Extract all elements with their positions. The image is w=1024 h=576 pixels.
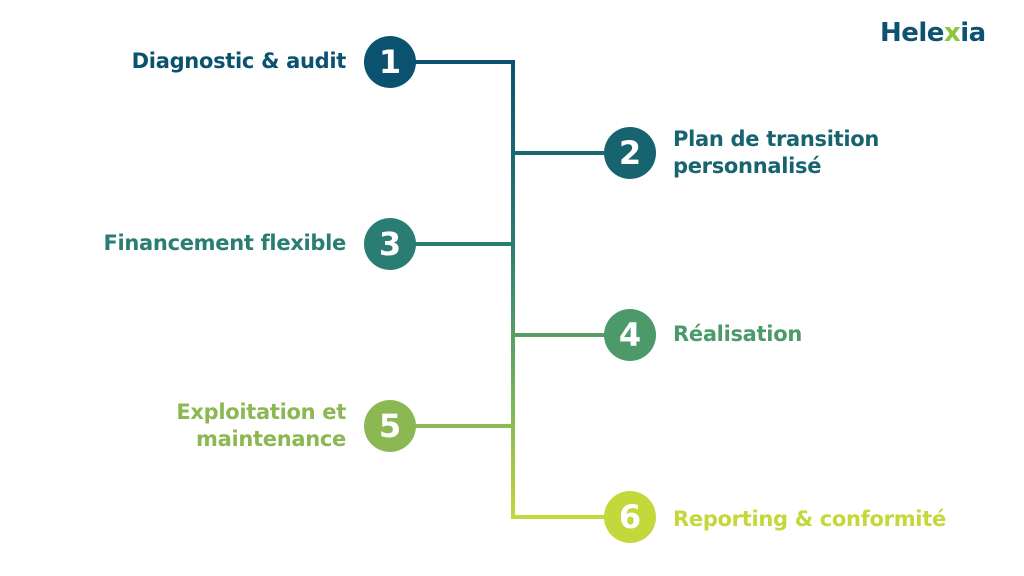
- step-1-badge: 1: [364, 36, 416, 88]
- step-4-badge: 4: [604, 309, 656, 361]
- helexia-logo: Helexia: [880, 18, 986, 48]
- step-3-label: Financement flexible: [103, 231, 346, 255]
- timeline-trunk: [390, 60, 630, 519]
- step-3-badge: 3: [364, 218, 416, 270]
- step-1-label: Diagnostic & audit: [131, 49, 347, 73]
- step-4-label: Réalisation: [673, 322, 802, 346]
- step-6-badge: 6: [604, 491, 656, 543]
- step-5-badge: 5: [364, 400, 416, 452]
- step-2-badge: 2: [604, 127, 656, 179]
- step-6-label: Reporting & conformité: [673, 507, 946, 531]
